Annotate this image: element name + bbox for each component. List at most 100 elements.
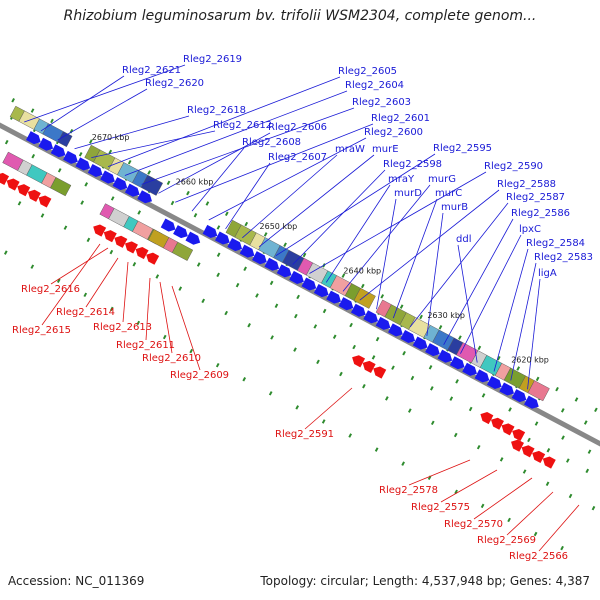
- tick-mark: [476, 444, 481, 450]
- tick-mark: [496, 355, 501, 361]
- label-leaders: [24, 64, 580, 552]
- forward-gene-arrow: [524, 395, 539, 409]
- label-leader-line: [527, 278, 541, 390]
- forward-gene-label: Rleg2_2604: [345, 80, 404, 91]
- label-leader-line: [538, 504, 580, 552]
- forward-gene-label: Rleg2_2586: [511, 208, 570, 219]
- label-leader-line: [74, 115, 190, 150]
- forward-gene-label: lpxC: [519, 224, 541, 235]
- tick-mark: [371, 355, 376, 360]
- tick-mark: [263, 232, 268, 237]
- reverse-gene-arrow: [103, 230, 117, 243]
- forward-gene-label: Rleg2_2605: [338, 66, 397, 77]
- tick-mark: [508, 407, 512, 412]
- reverse-gene-label: Rleg2_2611: [116, 340, 175, 351]
- forward-gene-label: murD: [394, 188, 422, 199]
- reverse-gene-arrow: [491, 417, 504, 430]
- tick-mark: [449, 396, 454, 401]
- forward-gene-label: Rleg2_2612: [213, 120, 272, 131]
- tick-mark: [63, 225, 68, 230]
- scale-label: 2660 kbp: [176, 177, 214, 186]
- tick-mark: [216, 272, 220, 278]
- scale-label: 2670 kbp: [92, 133, 130, 142]
- reverse-gene-arrow: [542, 456, 556, 469]
- label-leader-line: [122, 261, 129, 323]
- forward-gene-arrow: [202, 224, 218, 238]
- label-leader-line: [171, 285, 201, 371]
- tick-mark: [296, 294, 300, 300]
- cds-box: [171, 241, 194, 261]
- forward-gene-label: Rleg2_2600: [364, 127, 423, 138]
- tick-mark: [419, 314, 423, 320]
- tick-mark: [274, 303, 279, 309]
- tick-mark: [583, 420, 588, 425]
- tick-mark: [468, 406, 473, 412]
- forward-gene-label: Rleg2_2619: [183, 54, 242, 65]
- accession-text: Accession: NC_011369: [8, 574, 145, 588]
- tick-mark: [57, 168, 62, 173]
- tick-mark: [235, 282, 240, 288]
- forward-gene-arrow: [326, 290, 341, 304]
- tick-mark: [385, 396, 389, 401]
- tick-mark: [31, 153, 36, 159]
- tick-mark: [380, 294, 385, 299]
- forward-gene-label: Rleg2_2608: [242, 137, 301, 148]
- tick-mark: [568, 493, 573, 499]
- forward-gene-label: ddl: [456, 234, 471, 245]
- label-leader-line: [510, 262, 537, 381]
- label-leader-line: [124, 90, 348, 176]
- tick-mark: [302, 252, 307, 258]
- forward-gene-arrow: [486, 375, 502, 389]
- tick-mark: [224, 310, 228, 316]
- forward-gene-label: Rleg2_2620: [145, 78, 204, 89]
- tick-mark: [516, 366, 521, 371]
- label-leader-line: [107, 76, 341, 167]
- tick-mark: [283, 242, 287, 247]
- tick-mark: [527, 437, 531, 443]
- tick-mark: [89, 139, 93, 144]
- forward-gene-arrow: [437, 349, 453, 363]
- reverse-gene-label: Rleg2_2614: [56, 307, 115, 318]
- reverse-gene-arrow: [512, 428, 526, 442]
- forward-gene-arrow: [474, 369, 490, 383]
- reverse-gene-arrow: [38, 195, 52, 208]
- label-leader-line: [85, 257, 119, 308]
- forward-gene-label: Rleg2_2595: [433, 143, 492, 154]
- tick-mark: [321, 419, 326, 424]
- label-leader-line: [50, 247, 109, 285]
- label-leader-line: [242, 154, 338, 239]
- tick-mark: [293, 347, 297, 352]
- label-leader-line: [304, 387, 353, 430]
- reverse-gene-arrow: [511, 439, 524, 452]
- label-leader-line: [408, 459, 471, 486]
- forward-gene-label: mraY: [388, 174, 415, 185]
- reverse-gene-arrow: [135, 247, 149, 260]
- forward-gene-label: Rleg2_2618: [187, 105, 246, 116]
- tick-mark: [56, 278, 61, 283]
- scale-label: 2630 kbp: [427, 311, 465, 320]
- label-leader-line: [141, 107, 355, 185]
- tick-mark: [294, 313, 298, 319]
- tick-mark: [244, 221, 249, 227]
- forward-gene-arrow: [87, 163, 103, 178]
- tick-mark: [316, 359, 320, 365]
- tick-mark: [560, 408, 565, 413]
- label-leader-line: [457, 244, 478, 363]
- label-leader-line: [258, 154, 375, 248]
- label-leader-line: [443, 218, 514, 345]
- tick-mark: [224, 211, 229, 217]
- tick-mark: [352, 344, 356, 350]
- tick-mark: [322, 308, 327, 314]
- reverse-gene-label: Rleg2_2616: [21, 284, 80, 295]
- reverse-gene-label: Rleg2_2570: [444, 519, 503, 530]
- reverse-gene-arrow: [373, 366, 387, 379]
- tick-mark: [295, 405, 300, 410]
- tick-mark: [84, 182, 89, 187]
- tick-mark: [458, 335, 462, 340]
- forward-gene-arrow: [313, 284, 329, 298]
- gene-labels: Rleg2_2619Rleg2_2621Rleg2_2620Rleg2_2618…: [12, 54, 593, 562]
- reverse-gene-arrow: [6, 178, 20, 191]
- forward-gene-arrow: [462, 362, 477, 376]
- tick-mark: [4, 139, 9, 145]
